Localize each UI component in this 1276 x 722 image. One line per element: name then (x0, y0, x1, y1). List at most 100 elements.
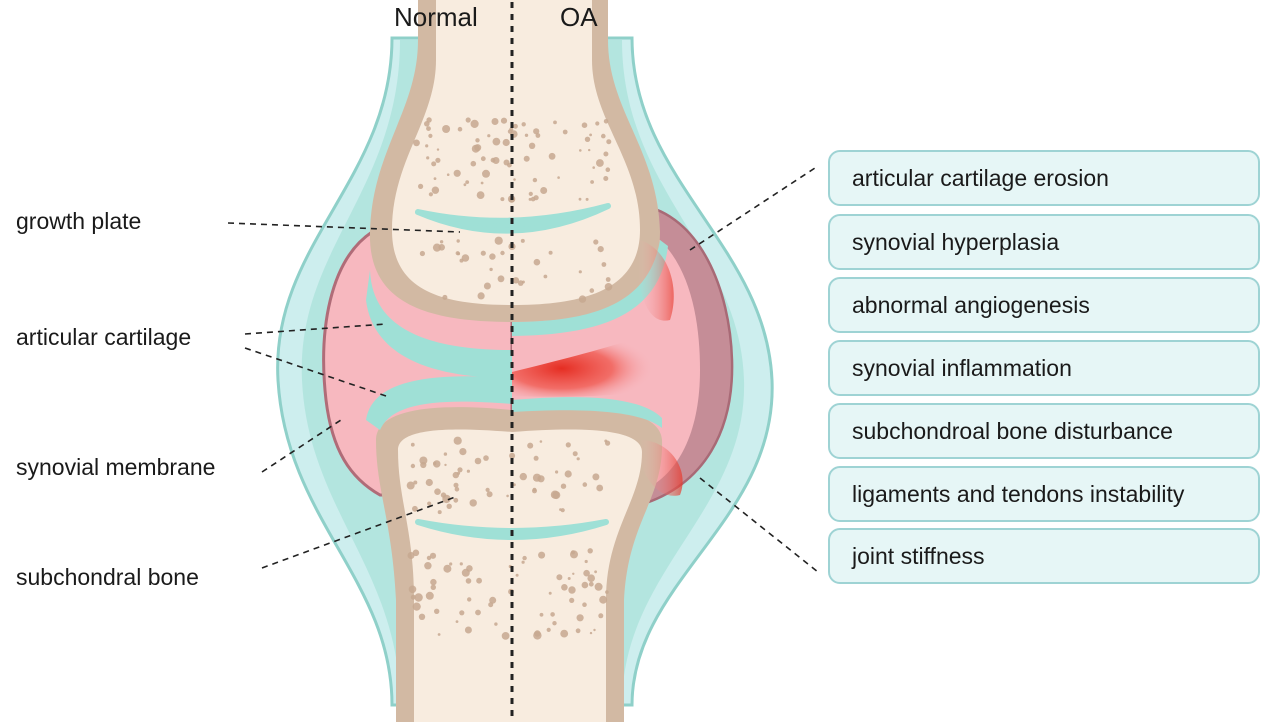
marrow-dot (475, 609, 481, 616)
marrow-dot (521, 122, 526, 127)
articular-cartilage-lower-normal (366, 376, 512, 430)
marrow-dot (494, 622, 498, 626)
marrow-dot (539, 440, 543, 443)
marrow-dot (426, 117, 432, 123)
marrow-dot (581, 122, 588, 128)
normal-header: Normal (394, 2, 478, 32)
marrow-dot (425, 478, 433, 487)
marrow-dot (427, 501, 432, 506)
marrow-dot (443, 564, 452, 573)
marrow-dot (601, 262, 607, 267)
marrow-dot (587, 574, 595, 582)
marrow-dot (442, 294, 448, 300)
marrow-dot (453, 169, 461, 177)
marrow-dot (593, 628, 596, 632)
marrow-dot (598, 613, 604, 619)
marrow-dot (538, 551, 546, 559)
marrow-dot (466, 565, 473, 572)
marrow-dot (500, 197, 505, 202)
marrow-dot (532, 488, 537, 494)
marrow-dot (601, 133, 606, 139)
inflammation-patch-upper (638, 240, 674, 321)
marrow-dot (532, 473, 542, 482)
marrow-dot (593, 239, 599, 245)
marrow-dot (426, 156, 430, 160)
marrow-dot (431, 161, 437, 167)
marrow-dot (431, 186, 440, 194)
marrow-dot (502, 138, 510, 147)
marrow-dot (464, 626, 472, 634)
marrow-dot (459, 610, 465, 616)
marrow-dot (594, 582, 603, 591)
leader-oa-features-bottom (699, 477, 819, 573)
label-growth-plate: growth plate (16, 208, 142, 234)
marrow-dot (410, 463, 416, 469)
marrow-dot (605, 277, 611, 282)
marrow-dot (418, 183, 424, 189)
marrow-dot (585, 197, 589, 201)
leader-oa-features-top (689, 165, 819, 251)
marrow-dot (459, 562, 463, 566)
inflammation-patch-center (512, 340, 654, 397)
marrow-dot (455, 620, 459, 623)
marrow-dot (457, 126, 463, 132)
marrow-dot (512, 483, 516, 487)
marrow-dot (578, 295, 587, 303)
marrow-dot (533, 128, 540, 135)
marrow-dot (471, 144, 480, 153)
marrow-dot (449, 562, 453, 566)
marrow-dot (533, 258, 541, 266)
marrow-dot (506, 494, 509, 498)
marrow-dot (570, 550, 578, 559)
marrow-dot (509, 452, 516, 459)
marrow-dot (521, 560, 525, 564)
marrow-dot (444, 463, 447, 467)
marrow-dot (430, 578, 437, 586)
marrow-dot (592, 166, 595, 169)
oa-header: OA (560, 2, 598, 32)
marrow-dot (584, 136, 591, 142)
marrow-dot (426, 126, 431, 131)
label-articular-cartilage: articular cartilage (16, 324, 192, 350)
marrow-dot (512, 277, 520, 284)
marrow-dot (459, 448, 467, 456)
marrow-dot (550, 612, 555, 617)
marrow-dot (489, 253, 496, 260)
marrow-dot (435, 157, 441, 163)
marrow-dot (604, 283, 613, 291)
marrow-dot (412, 602, 421, 611)
marrow-dot (433, 177, 437, 181)
marrow-dot (559, 508, 562, 511)
marrow-dot (595, 121, 600, 126)
marrow-dot (440, 492, 447, 498)
marrow-dot (485, 487, 490, 492)
marrow-dot (582, 482, 588, 487)
marrow-dot (569, 597, 575, 604)
marrow-dot (605, 590, 609, 594)
marrow-dot (476, 191, 485, 200)
oa-feature-box: synovial hyperplasia (828, 214, 1260, 270)
marrow-dot (457, 467, 463, 473)
marrow-dot (548, 152, 556, 160)
marrow-dot (555, 470, 559, 474)
marrow-dot (519, 472, 527, 481)
marrow-dot (605, 440, 611, 446)
marrow-dot (521, 280, 525, 284)
marrow-dot (603, 176, 609, 181)
bone-marrow-pattern (406, 117, 613, 640)
marrow-dot (575, 628, 581, 634)
marrow-dot (494, 236, 503, 245)
marrow-dot (513, 123, 518, 129)
marrow-dot (456, 471, 461, 475)
marrow-dot (523, 155, 530, 162)
marrow-dot (425, 144, 429, 148)
marrow-dot (594, 570, 597, 574)
marrow-dot (489, 267, 493, 272)
marrow-dot (443, 452, 448, 456)
marrow-dot (429, 552, 437, 559)
marrow-dot (474, 457, 482, 465)
leader-synovial-membrane (261, 417, 345, 473)
marrow-dot (489, 596, 497, 604)
marrow-dot (414, 593, 423, 602)
marrow-dot (500, 250, 505, 256)
